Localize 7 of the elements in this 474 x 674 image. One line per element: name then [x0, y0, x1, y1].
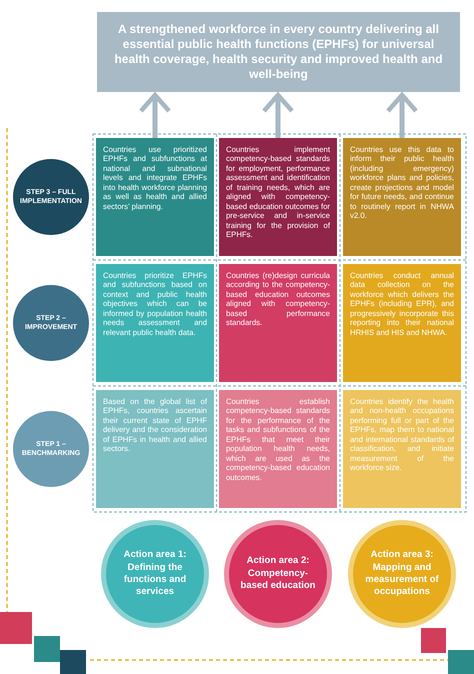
arrow — [386, 92, 418, 138]
action-area-circle: Action area 3: Mapping and measurement of occupations — [348, 520, 456, 628]
action-area-circle: Action area 2: Competency-based education — [224, 520, 332, 628]
arrow — [262, 92, 294, 138]
arrow — [138, 92, 172, 138]
goal-banner: A strengthened workforce in every country delivering all essential public health functions (EPHFs) for universal health coverage, health security and improved health and well-being — [97, 12, 460, 92]
action-area-circle: Action area 1: Defining the functions and services — [101, 520, 209, 628]
